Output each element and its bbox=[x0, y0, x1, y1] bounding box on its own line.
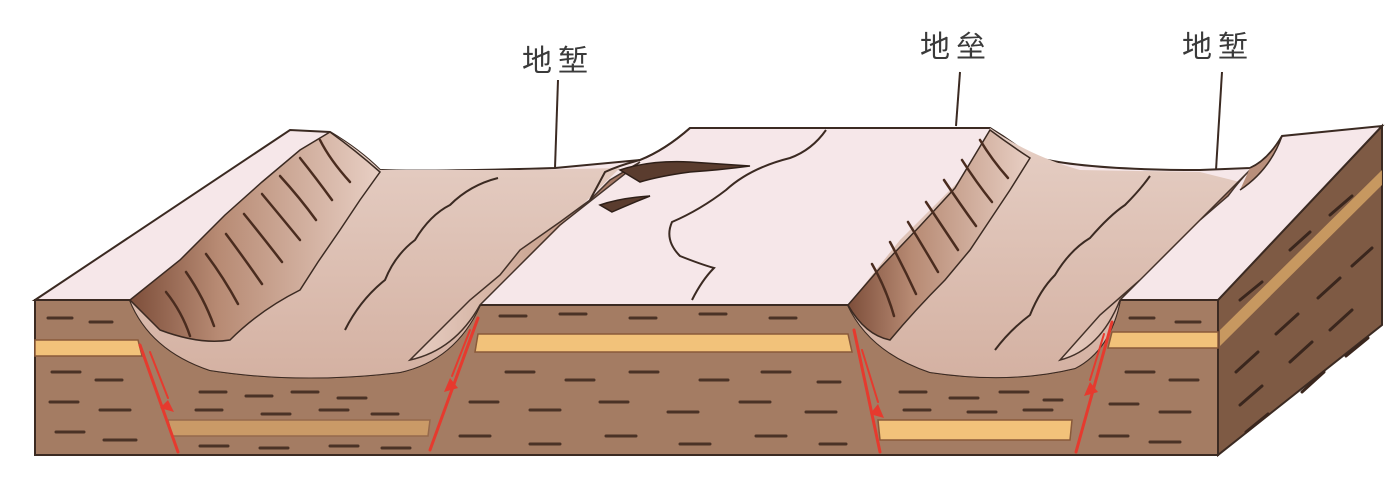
label-horst: 地垒 bbox=[920, 22, 992, 66]
label-graben-left: 地堑 bbox=[522, 36, 594, 80]
leader-graben-right bbox=[1216, 72, 1222, 170]
leader-graben-left bbox=[555, 80, 558, 168]
label-graben-right: 地堑 bbox=[1182, 22, 1254, 66]
leader-horst bbox=[956, 72, 960, 126]
